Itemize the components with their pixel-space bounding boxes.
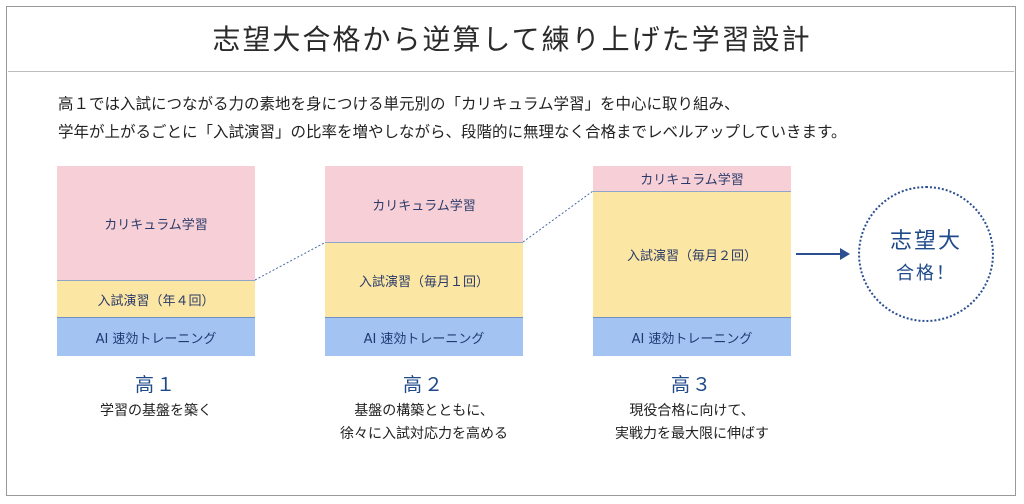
ai-training-block: AI 速効トレーニング — [325, 317, 523, 356]
stage-description-line: 基盤の構築とともに、 — [354, 403, 494, 419]
grade-label-3: 高３ — [670, 374, 713, 396]
stage-description-line: 学習の基盤を築く — [100, 403, 212, 419]
stage-column-1: カリキュラム学習 入試演習（年４回） AI 速効トレーニング — [57, 166, 255, 356]
exam-block: 入試演習（毎月２回） — [593, 191, 791, 317]
goal-line-1: 志望大 — [889, 229, 962, 254]
diagram-frame — [6, 6, 1016, 496]
ai-training-block: AI 速効トレーニング — [57, 317, 255, 356]
intro-line-2: 学年が上がるごとに「入試演習」の比率を増やしながら、段階的に無理なく合格までレベ… — [58, 123, 847, 141]
grade-label-2: 高２ — [402, 374, 445, 396]
stage-column-3: カリキュラム学習 入試演習（毎月２回） AI 速効トレーニング — [593, 166, 791, 356]
exam-block: 入試演習（年４回） — [57, 280, 255, 317]
arrow-head-icon — [840, 248, 850, 260]
goal-circle: 志望大 合格！ — [858, 186, 994, 322]
stage-description-1: 学習の基盤を築く — [46, 400, 266, 423]
stage-description-line: 徐々に入試対応力を高める — [340, 426, 508, 442]
ai-training-block: AI 速効トレーニング — [593, 317, 791, 356]
grade-label-1: 高１ — [134, 374, 177, 396]
arrow-right-icon — [796, 253, 846, 255]
curriculum-block: カリキュラム学習 — [593, 166, 791, 191]
intro-line-1: 高１では入試につながる力の素地を身につける単元別の「カリキュラム学習」を中心に取… — [58, 95, 740, 113]
page-title: 志望大合格から逆算して練り上げた学習設計 — [212, 23, 812, 56]
stage-description-2: 基盤の構築とともに、 徐々に入試対応力を高める — [314, 400, 534, 446]
stage-description-line: 実戦力を最大限に伸ばす — [615, 426, 769, 442]
title-divider — [8, 71, 1014, 72]
curriculum-block: カリキュラム学習 — [325, 166, 523, 242]
stage-column-2: カリキュラム学習 入試演習（毎月１回） AI 速効トレーニング — [325, 166, 523, 356]
curriculum-block: カリキュラム学習 — [57, 166, 255, 280]
stage-description-3: 現役合格に向けて、 実戦力を最大限に伸ばす — [582, 400, 802, 446]
exam-block: 入試演習（毎月１回） — [325, 242, 523, 317]
goal-line-2: 合格！ — [896, 263, 956, 284]
intro-text: 高１では入試につながる力の素地を身につける単元別の「カリキュラム学習」を中心に取… — [58, 90, 998, 146]
stage-description-line: 現役合格に向けて、 — [629, 403, 755, 419]
